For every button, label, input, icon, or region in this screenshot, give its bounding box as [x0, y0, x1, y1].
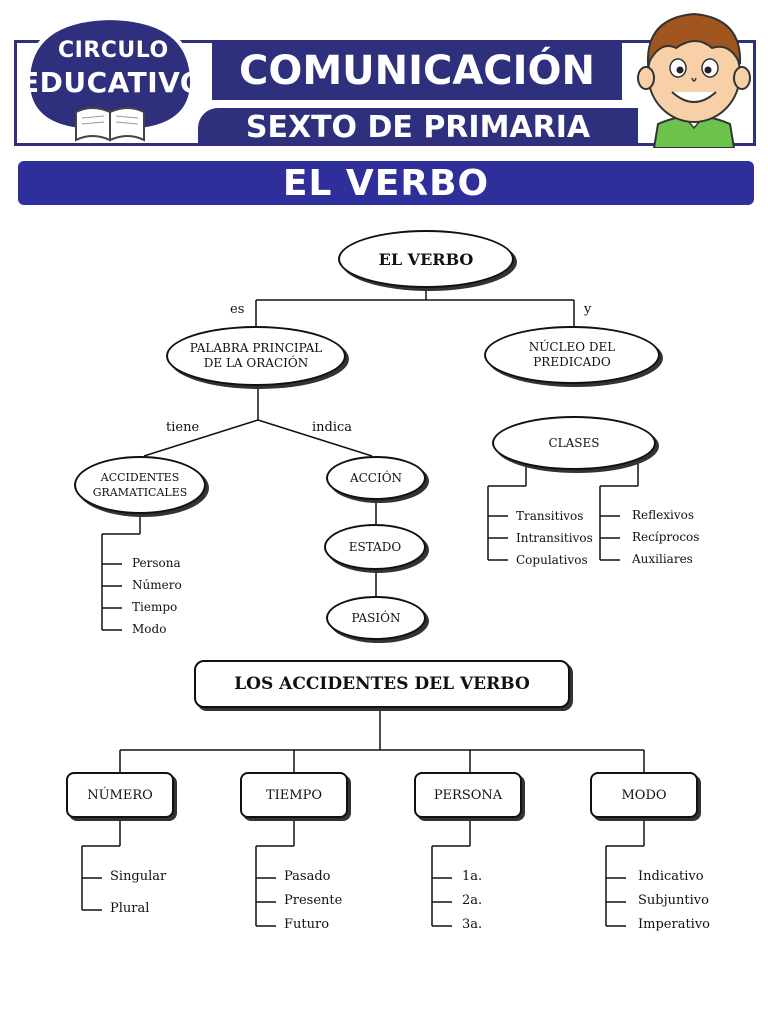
list-item-auxiliares: Auxiliares — [632, 552, 693, 566]
book-icon — [75, 107, 145, 142]
node-clases: CLASES — [492, 416, 656, 470]
grade-title: SEXTO DE PRIMARIA — [245, 109, 591, 145]
list-item-tiempo: Tiempo — [132, 600, 178, 614]
node-accidentes-del-verbo: LOS ACCIDENTES DEL VERBO — [194, 660, 570, 708]
node-tiempo: TIEMPO — [240, 772, 348, 818]
node-numero-label: NÚMERO — [87, 787, 153, 803]
node-el-verbo: EL VERBO — [338, 230, 514, 288]
logo-badge — [25, 15, 195, 142]
node-accion-label: ACCIÓN — [349, 470, 403, 485]
list-item-intransitivos: Intransitivos — [516, 531, 593, 545]
node-accion: ACCIÓN — [326, 456, 426, 500]
node-accidentes-gramaticales: ACCIDENTES GRAMATICALES — [74, 456, 206, 514]
list-item-subjuntivo: Subjuntivo — [638, 893, 709, 908]
list-item-imperativo: Imperativo — [638, 917, 710, 932]
edge-label-indica: indica — [312, 420, 353, 435]
node-pasion: PASIÓN — [326, 596, 426, 640]
node-estado-label: ESTADO — [348, 539, 402, 554]
edge-label-tiene: tiene — [166, 420, 200, 435]
list-item-3a: 3a. — [462, 917, 483, 932]
node-palabra-principal: PALABRA PRINCIPAL DE LA ORACIÓN — [166, 326, 346, 386]
page-title: EL VERBO — [282, 162, 490, 204]
node-el-verbo-label: EL VERBO — [378, 249, 474, 269]
node-persona-label: PERSONA — [433, 787, 503, 803]
subject-band: COMUNICACIÓN — [212, 42, 622, 100]
node-modo: MODO — [590, 772, 698, 818]
grade-band: SEXTO DE PRIMARIA — [198, 108, 638, 146]
page-title-banner: EL VERBO — [18, 161, 754, 205]
node-modo-label: MODO — [621, 787, 667, 803]
list-item-reflexivos: Reflexivos — [632, 508, 695, 522]
list-item-reciprocos: Recíprocos — [632, 530, 700, 544]
list-item-indicativo: Indicativo — [638, 869, 704, 884]
edge-label-es: es — [230, 302, 245, 317]
list-item-plural: Plural — [110, 901, 150, 916]
node-estado: ESTADO — [324, 524, 426, 570]
node-nucleo-line1: NÚCLEO DEL — [528, 340, 616, 354]
list-item-futuro: Futuro — [284, 917, 330, 932]
list-item-1a: 1a. — [462, 869, 483, 884]
list-item-singular: Singular — [110, 869, 167, 884]
node-tiempo-label: TIEMPO — [265, 787, 322, 803]
node-persona: PERSONA — [414, 772, 522, 818]
node-numero: NÚMERO — [66, 772, 174, 818]
node-nucleo-predicado: NÚCLEO DEL PREDICADO — [484, 326, 660, 384]
boy-mascot-icon — [637, 12, 751, 148]
node-nucleo-line2: PREDICADO — [533, 355, 611, 369]
node-accidentes-line1: ACCIDENTES — [100, 471, 180, 484]
list-item-persona: Persona — [132, 556, 181, 570]
list-item-presente: Presente — [284, 893, 343, 908]
list-item-transitivos: Transitivos — [516, 509, 584, 523]
logo-line2: EDUCATIVO — [20, 66, 205, 99]
node-palabra-line1: PALABRA PRINCIPAL — [189, 341, 323, 355]
subject-title: COMUNICACIÓN — [238, 48, 596, 94]
list-item-modo: Modo — [132, 622, 167, 636]
node-accidentes-line2: GRAMATICALES — [92, 486, 188, 499]
node-palabra-line2: DE LA ORACIÓN — [203, 356, 309, 370]
list-item-pasado: Pasado — [284, 869, 331, 884]
list-item-2a: 2a. — [462, 893, 483, 908]
list-item-copulativos: Copulativos — [516, 553, 588, 567]
node-pasion-label: PASIÓN — [351, 610, 401, 625]
logo-line1: CIRCULO — [58, 38, 169, 63]
node-accidentes-root-label: LOS ACCIDENTES DEL VERBO — [234, 674, 530, 694]
node-clases-label: CLASES — [548, 435, 600, 450]
list-item-numero: Número — [132, 578, 182, 592]
edge-label-y: y — [584, 302, 592, 317]
